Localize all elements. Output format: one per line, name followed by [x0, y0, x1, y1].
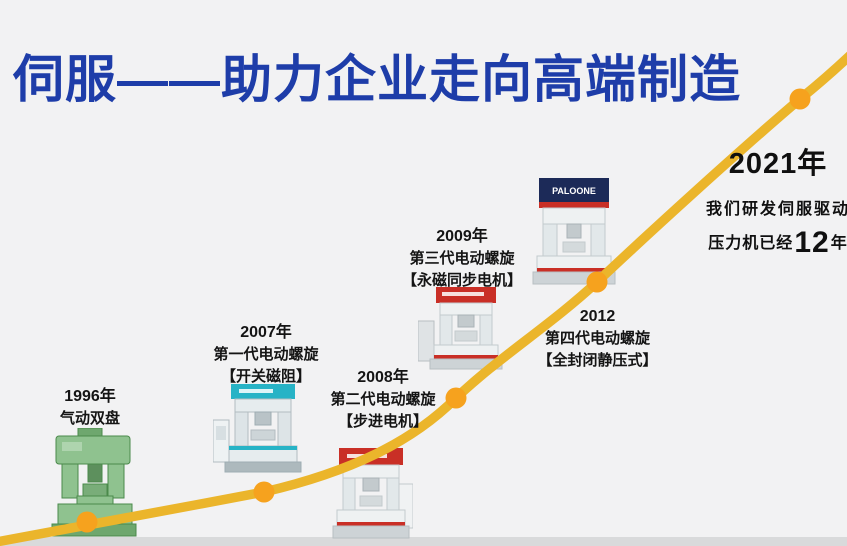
- milestone-year: 1996年: [64, 388, 116, 405]
- milestone-1996-label: 1996年 气动双盘: [30, 386, 150, 430]
- milestone-line: 【永磁同步电机】: [401, 272, 522, 289]
- finale-line2-suffix: 年: [830, 235, 847, 252]
- milestone-year: 2008年: [357, 369, 409, 386]
- milestone-2008-label: 2008年 第二代电动螺旋 【步进电机】: [303, 367, 463, 433]
- milestone-2009-label: 2009年 第三代电动螺旋 【永磁同步电机】: [377, 226, 547, 292]
- milestone-2012-label: 2012 第四代电动螺旋 【全封闭静压式】: [510, 306, 685, 372]
- milestone-year: 2012: [579, 308, 616, 325]
- milestone-year: 2009年: [436, 228, 488, 245]
- milestone-line: 气动双盘: [59, 410, 120, 427]
- milestone-year: 2007年: [240, 324, 292, 341]
- finale-line2: 压力机已经12年: [660, 226, 847, 260]
- finale-line1: 我们研发伺服驱动: [705, 201, 847, 218]
- finale-year: 2021年: [728, 148, 828, 180]
- milestone-line: 第二代电动螺旋: [330, 391, 436, 408]
- milestone-line: 【全封闭静压式】: [537, 352, 658, 369]
- milestone-line: 第一代电动螺旋: [213, 346, 319, 363]
- press-machine-1996-illustration: [51, 428, 137, 537]
- press-machine-2009-illustration: [418, 287, 503, 370]
- milestone-line: 第四代电动螺旋: [544, 330, 650, 347]
- milestone-dot-2021: [789, 88, 811, 110]
- milestone-line: 【步进电机】: [337, 413, 428, 430]
- finale-years-count: 12: [794, 226, 830, 259]
- page-title: 伺服——助力企业走向高端制造: [13, 51, 742, 108]
- press-machine-2007-illustration: [213, 384, 302, 473]
- milestone-dot-2007: [253, 481, 275, 503]
- milestone-line: 第三代电动螺旋: [409, 250, 515, 267]
- press-machine-2008-illustration: [332, 448, 413, 539]
- milestone-2021-label: 2021年 我们研发伺服驱动 压力机已经12年: [660, 140, 847, 260]
- press-2012-brand-label: PALOONE: [552, 186, 596, 196]
- finale-line2-prefix: 压力机已经: [708, 235, 794, 252]
